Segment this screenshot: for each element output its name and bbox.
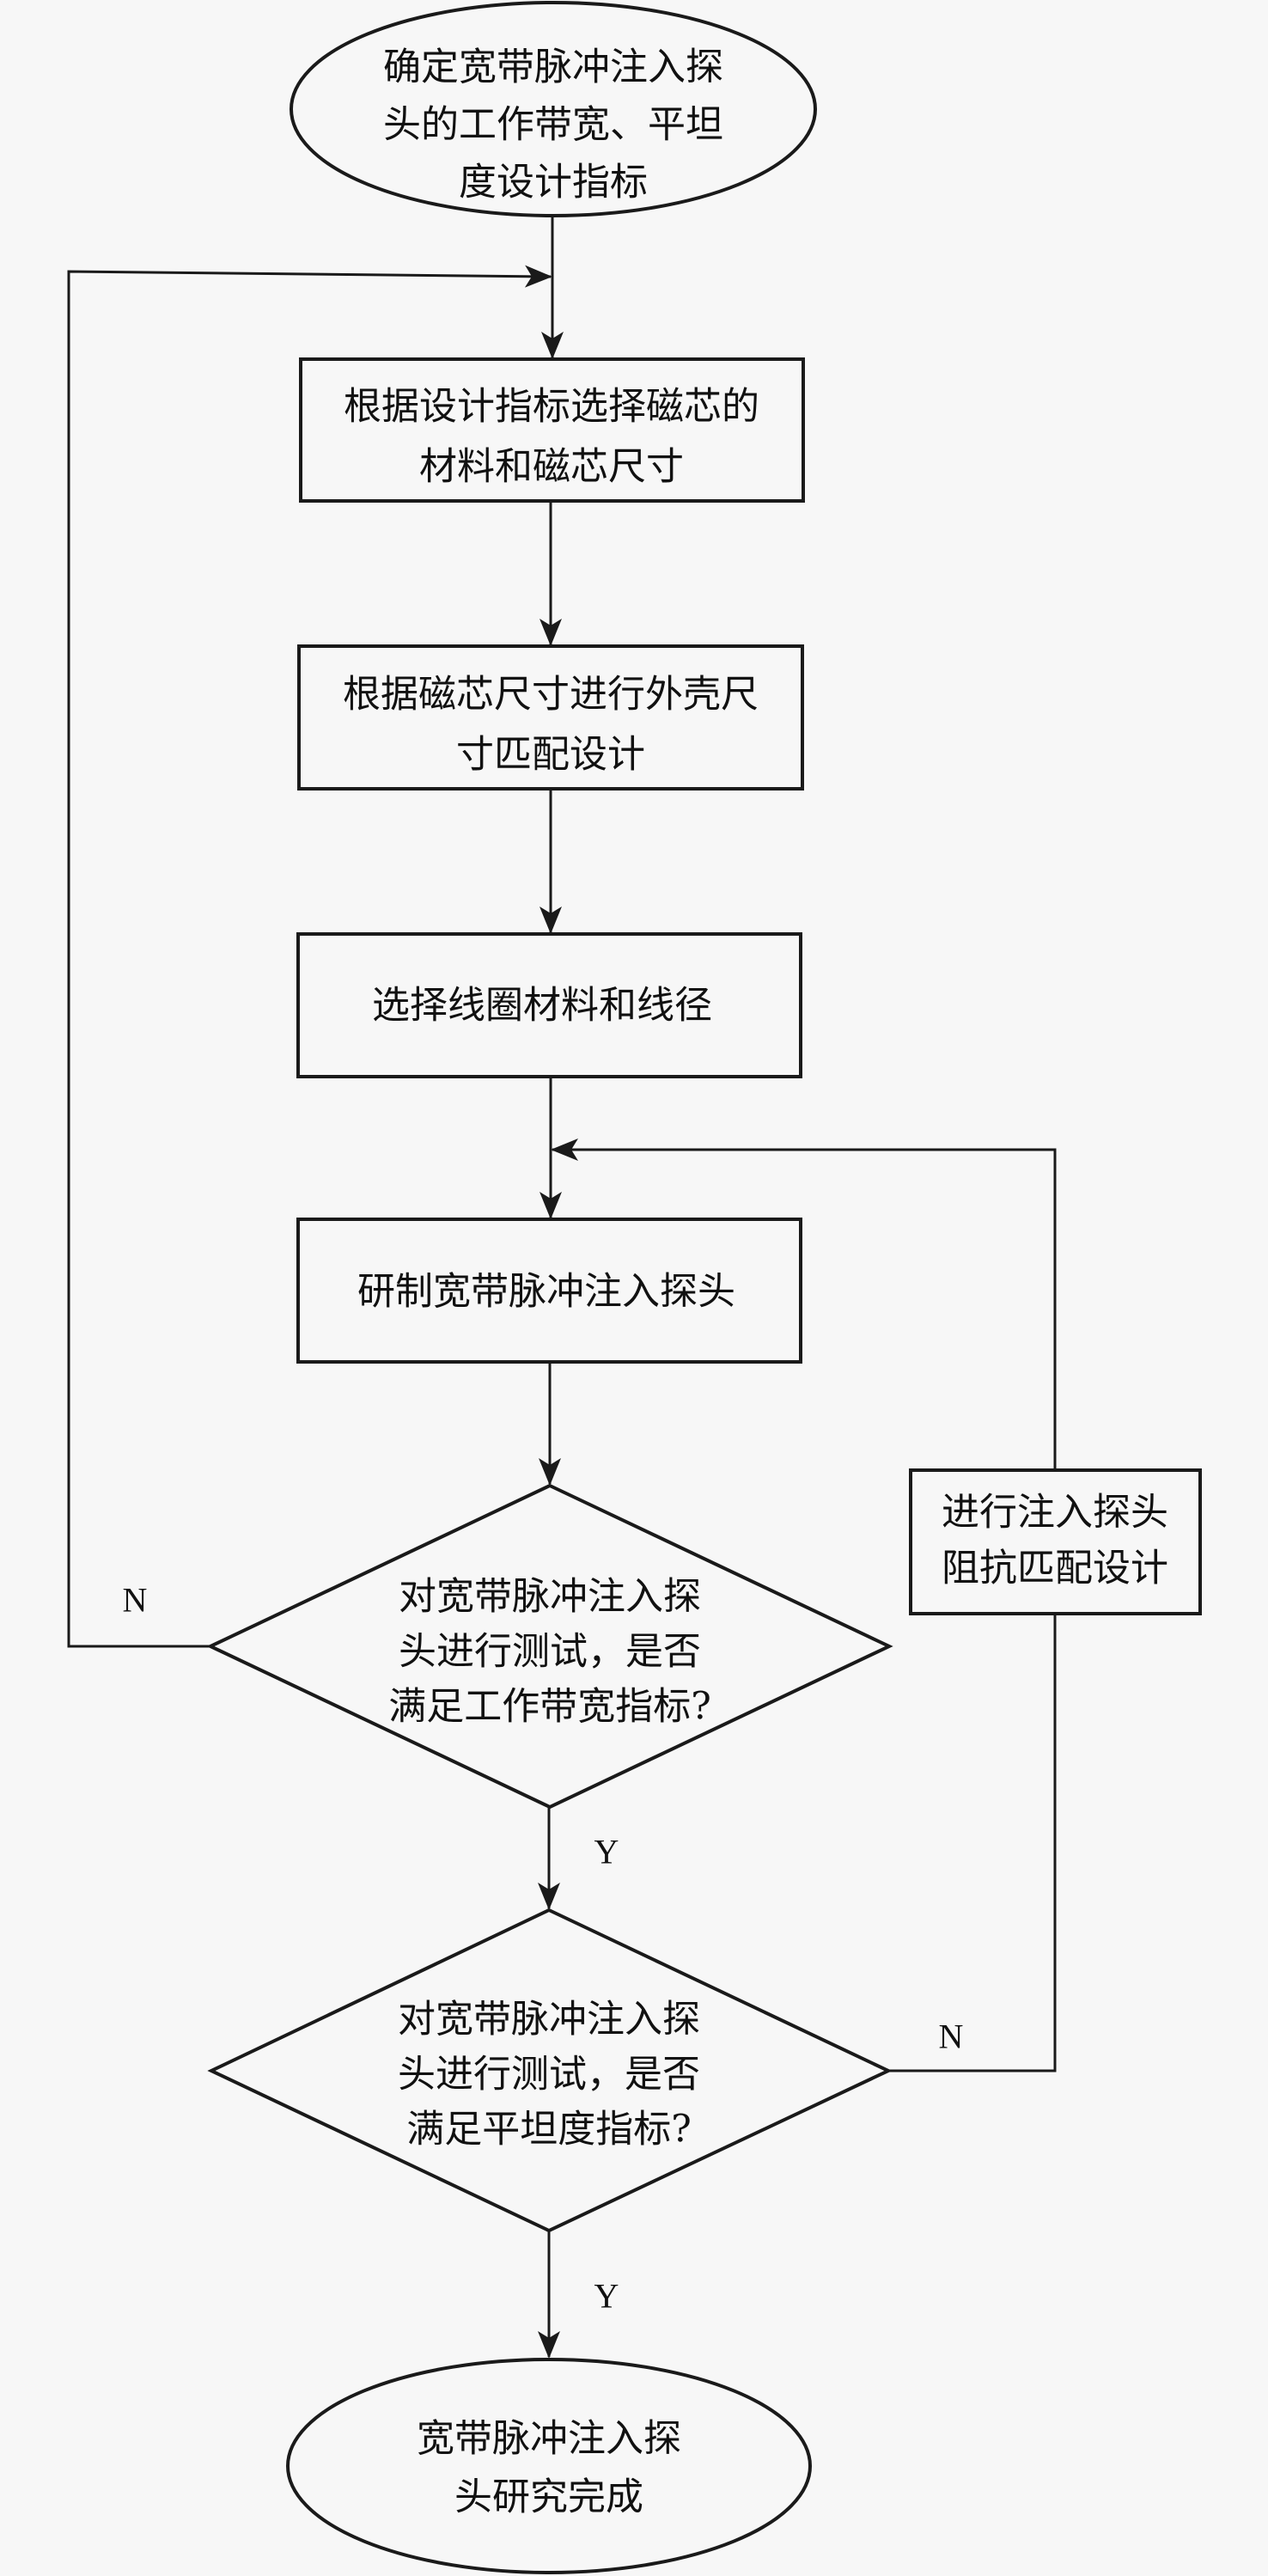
- node-end: 宽带脉冲注入探 头研究完成: [286, 2358, 812, 2574]
- end-ellipse: [286, 2358, 812, 2574]
- test-flatness-line-1: 对宽带脉冲注入探: [398, 1998, 700, 2042]
- shell-design-line-1: 根据磁芯尺寸进行外壳尺: [343, 673, 759, 717]
- end-line-2: 头研究完成: [454, 2475, 643, 2519]
- test-flatness-line-3: 满足平坦度指标?: [406, 2108, 692, 2152]
- select-core-box: [299, 357, 805, 503]
- start-line-3: 度设计指标: [459, 161, 648, 204]
- edge-label-bandwidth-no: N: [123, 1581, 148, 1620]
- edge-impedance-to-fabricate-loop: [551, 1138, 1057, 1470]
- edge-label-flatness-no: N: [939, 2017, 964, 2056]
- test-flatness-line-2: 头进行测试，是否: [398, 2053, 700, 2097]
- node-test-bandwidth: 对宽带脉冲注入探 头进行测试，是否 满足工作带宽指标?: [206, 1483, 893, 1810]
- connectors: [67, 217, 1057, 2359]
- node-shell-design: 根据磁芯尺寸进行外壳尺 寸匹配设计: [297, 644, 804, 791]
- impedance-match-line-1: 进行注入探头: [942, 1491, 1168, 1535]
- node-select-core: 根据设计指标选择磁芯的 材料和磁芯尺寸: [299, 357, 805, 503]
- test-bandwidth-line-1: 对宽带脉冲注入探: [399, 1575, 701, 1619]
- node-test-flatness: 对宽带脉冲注入探 头进行测试，是否 满足平坦度指标?: [207, 1908, 893, 2233]
- select-core-line-2: 材料和磁芯尺寸: [419, 445, 684, 489]
- fabricate-line-1: 研制宽带脉冲注入探头: [357, 1270, 735, 1314]
- edge-test-bandwidth-no-loop: [67, 265, 552, 1648]
- node-fabricate: 研制宽带脉冲注入探头: [296, 1218, 802, 1364]
- test-flatness-diamond: [207, 1908, 893, 2233]
- shell-design-box: [297, 644, 804, 791]
- impedance-match-box: [909, 1468, 1202, 1615]
- node-start: 确定宽带脉冲注入探 头的工作带宽、平坦 度设计指标: [290, 1, 817, 217]
- start-line-2: 头的工作带宽、平坦: [383, 103, 723, 147]
- end-line-1: 宽带脉冲注入探: [417, 2417, 681, 2461]
- select-core-line-1: 根据设计指标选择磁芯的: [344, 385, 759, 429]
- impedance-match-line-2: 阻抗匹配设计: [942, 1547, 1168, 1590]
- test-bandwidth-line-3: 满足工作带宽指标?: [388, 1685, 711, 1729]
- test-bandwidth-line-2: 头进行测试，是否: [399, 1630, 701, 1674]
- coil-select-box: [296, 932, 802, 1078]
- start-line-1: 确定宽带脉冲注入探: [383, 46, 723, 89]
- node-coil-select: 选择线圈材料和线径: [296, 932, 802, 1078]
- edge-test-flatness-no-to-impedance: [888, 1614, 1057, 2072]
- start-ellipse: [290, 1, 817, 217]
- coil-select-line-1: 选择线圈材料和线径: [372, 984, 712, 1028]
- fabricate-box: [296, 1218, 802, 1364]
- edge-label-flatness-yes: Y: [594, 2277, 619, 2316]
- test-bandwidth-diamond: [206, 1483, 893, 1810]
- edge-label-bandwidth-yes: Y: [594, 1833, 619, 1871]
- node-impedance-match: 进行注入探头 阻抗匹配设计: [909, 1468, 1202, 1615]
- shell-design-line-2: 寸匹配设计: [456, 733, 645, 777]
